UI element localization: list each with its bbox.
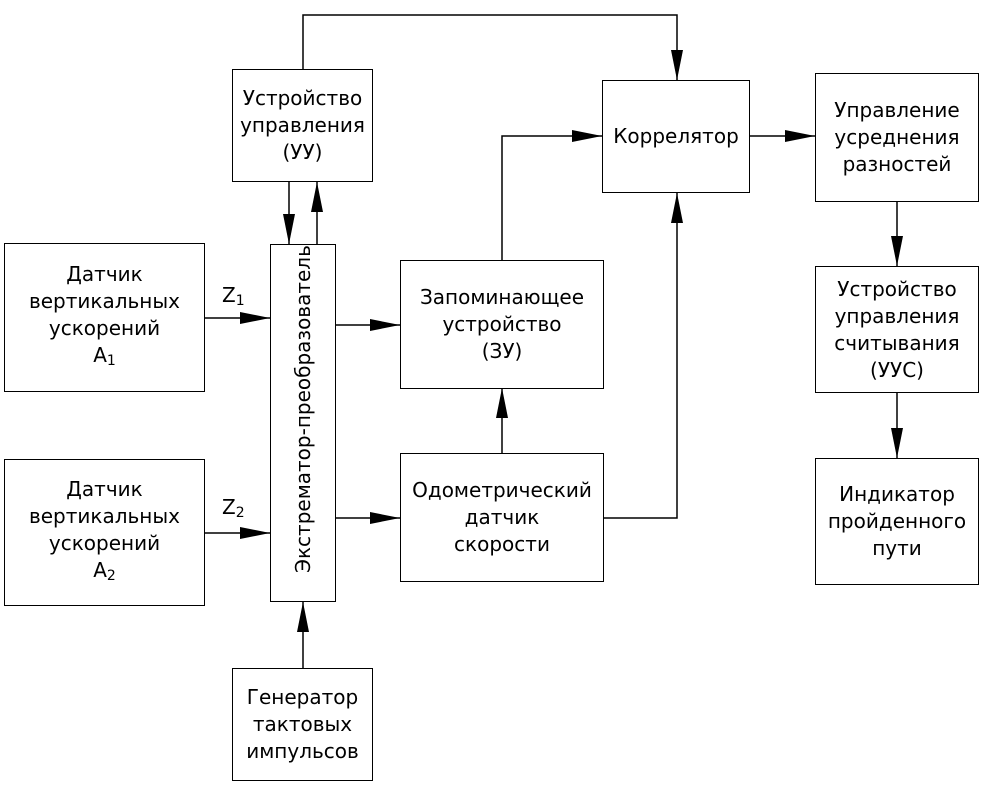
block-line: усреднения — [834, 125, 960, 149]
block-line: Одометрический — [412, 478, 592, 502]
block-line: (УУС) — [870, 357, 924, 382]
reading-control-block: Устройство управления считывания (УУС) — [815, 266, 979, 393]
signal-z1-label: Z1 — [222, 283, 245, 309]
arrow-memory-to-correlator — [501, 130, 602, 260]
sensor-index: 1 — [106, 352, 116, 369]
block-line: Коррелятор — [613, 124, 739, 148]
block-line: управления — [834, 303, 960, 328]
sensor-letter: A — [93, 557, 107, 582]
sensor-a1-block: Датчик вертикальных ускорений A1 — [4, 243, 205, 392]
block-line: скорости — [454, 532, 550, 556]
block-line: датчик — [464, 505, 540, 529]
block-line: Запоминающее — [419, 285, 585, 309]
block-line: тактовых — [252, 712, 353, 736]
block-line: ускорений — [48, 315, 161, 340]
control-unit-block: Устройство управления (УУ) — [232, 69, 373, 182]
sensor-id: A2 — [93, 557, 116, 590]
block-line: (ЗУ) — [481, 339, 523, 363]
block-line: пути — [872, 536, 922, 560]
block-line: Генератор — [246, 685, 359, 709]
extremator-block — [270, 244, 336, 602]
block-line: разностей — [842, 152, 952, 176]
block-line: управления — [240, 113, 365, 137]
sensor-letter: A — [93, 342, 107, 367]
block-line: импульсов — [246, 739, 359, 763]
block-line: ускорений — [48, 530, 161, 555]
block-line: считывания — [834, 330, 960, 355]
signal-letter: Z — [222, 495, 236, 519]
block-line: Индикатор — [839, 482, 955, 506]
correlator-block: Коррелятор — [602, 80, 750, 193]
clock-generator-block: Генератор тактовых импульсов — [232, 668, 373, 781]
arrow-control-to-correlator — [302, 14, 683, 80]
odometer-block: Одометрический датчик скорости — [400, 453, 604, 582]
block-line: вертикальных — [28, 288, 181, 313]
signal-index: 1 — [235, 293, 245, 309]
memory-block: Запоминающее устройство (ЗУ) — [400, 260, 604, 389]
signal-letter: Z — [222, 283, 236, 307]
block-line: Устройство — [837, 276, 957, 301]
extremator-label: Экстрематор-преобразователь — [291, 245, 315, 573]
block-line: пройденного — [827, 509, 967, 533]
signal-index: 2 — [235, 505, 245, 521]
distance-indicator-block: Индикатор пройденного пути — [815, 458, 979, 585]
block-line: Датчик — [66, 261, 143, 286]
block-line: устройство — [442, 312, 562, 336]
sensor-id: A1 — [93, 342, 116, 375]
arrow-odometer-to-correlator — [603, 193, 683, 519]
sensor-a2-block: Датчик вертикальных ускорений A2 — [4, 459, 205, 606]
averaging-control-block: Управление усреднения разностей — [815, 73, 979, 202]
block-line: вертикальных — [28, 503, 181, 528]
block-line: Датчик — [66, 476, 143, 501]
signal-z2-label: Z2 — [222, 495, 245, 521]
sensor-index: 2 — [106, 567, 116, 584]
block-line: Устройство — [242, 86, 363, 110]
block-line: Управление — [834, 98, 960, 122]
block-line: (УУ) — [282, 140, 323, 164]
